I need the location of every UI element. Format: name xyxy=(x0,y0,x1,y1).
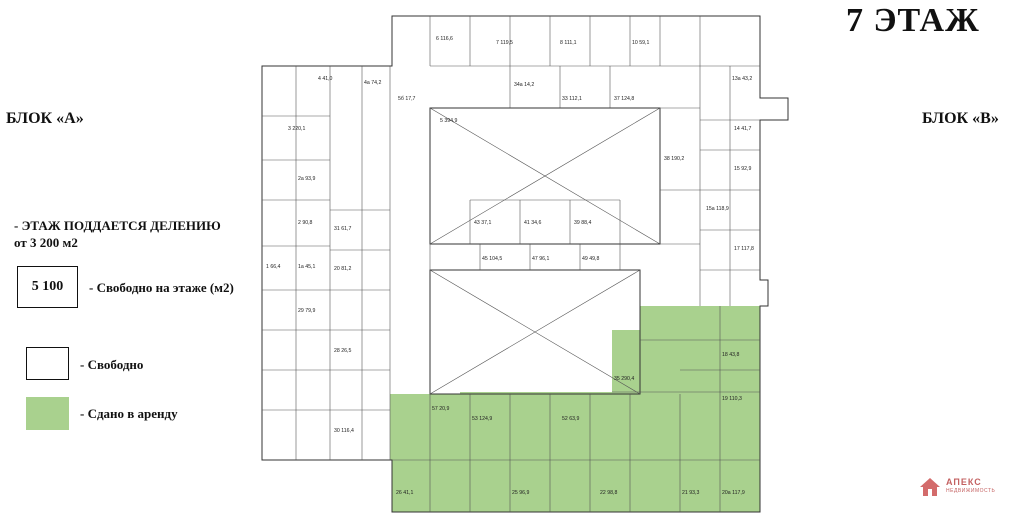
room-2a: 2а 93,9 xyxy=(298,176,315,182)
room-30: 30 116,4 xyxy=(334,428,354,434)
room-1: 1 66,4 xyxy=(266,264,281,270)
room-8: 8 111,1 xyxy=(560,40,577,46)
info-divisible: - ЭТАЖ ПОДДАЕТСЯ ДЕЛЕНИЮ xyxy=(14,218,221,233)
room-5b: 5б 17,7 xyxy=(398,96,416,102)
rented-zones xyxy=(390,306,760,512)
room-20: 20 81,2 xyxy=(334,266,351,272)
room-7: 7 119,5 xyxy=(496,40,513,46)
room-57: 57 20,9 xyxy=(432,406,449,412)
room-5: 5 394,9 xyxy=(440,118,457,124)
block-b-label: БЛОК «В» xyxy=(922,110,999,127)
room-14: 14 41,7 xyxy=(734,126,751,132)
watermark-sub: НЕДВИЖИМОСТЬ xyxy=(946,488,996,494)
legend-free-label: - Свободно xyxy=(80,357,144,372)
room-4a: 4а 74,2 xyxy=(364,80,381,86)
room-2: 2 90,8 xyxy=(298,220,313,226)
room-28: 28 26,5 xyxy=(334,348,351,354)
room-25: 25 96,9 xyxy=(512,490,529,496)
room-13a: 13а 43,2 xyxy=(732,76,752,82)
room-35: 35 290,4 xyxy=(614,376,634,382)
room-18: 18 43,8 xyxy=(722,352,739,358)
free-area-caption: - Свободно на этаже (м2) xyxy=(89,280,234,295)
floor-info: - ЭТАЖ ПОДДАЕТСЯ ДЕЛЕНИЮ от 3 200 м2 xyxy=(14,217,244,251)
room-38: 38 190,2 xyxy=(664,156,684,162)
watermark-brand: АПЕКС xyxy=(946,477,982,487)
room-6: 6 116,6 xyxy=(436,36,453,42)
room-3: 3 220,1 xyxy=(288,126,305,132)
room-49: 49 49,8 xyxy=(582,256,599,262)
room-26: 26 41,1 xyxy=(396,490,413,496)
room-43: 43 37,1 xyxy=(474,220,491,226)
room-37: 37 124,8 xyxy=(614,96,634,102)
room-1a: 1а 45,1 xyxy=(298,264,315,270)
room-15: 15 92,9 xyxy=(734,166,751,172)
rented-zone-south xyxy=(390,306,760,512)
plan-walls xyxy=(261,15,789,513)
room-53: 53 124,9 xyxy=(472,416,492,422)
free-area-box: 5 100 xyxy=(17,266,78,308)
legend-rented-swatch xyxy=(26,397,69,430)
room-15a: 15а 118,9 xyxy=(706,206,729,212)
room-17: 17 117,8 xyxy=(734,246,754,252)
watermark-text: АПЕКС НЕДВИЖИМОСТЬ xyxy=(946,478,995,496)
room-20a: 20а 117,9 xyxy=(722,490,745,496)
room-31: 31 61,7 xyxy=(334,226,351,232)
room-41: 41 34,6 xyxy=(524,220,541,226)
room-labels: 3 220,1 4 41,0 4а 74,2 5 394,9 5б 17,7 6… xyxy=(266,36,754,496)
room-22: 22 98,8 xyxy=(600,490,617,496)
watermark-logo: АПЕКС НЕДВИЖИМОСТЬ xyxy=(918,476,995,498)
room-29: 29 79,9 xyxy=(298,308,315,314)
room-10: 10 59,1 xyxy=(632,40,649,46)
room-52: 52 63,9 xyxy=(562,416,579,422)
info-min-area: от 3 200 м2 xyxy=(14,235,78,250)
room-19: 19 110,3 xyxy=(722,396,742,402)
room-33: 33 112,1 xyxy=(562,96,582,102)
legend-rented-label: - Сдано в аренду xyxy=(80,406,178,421)
block-a-label: БЛОК «А» xyxy=(6,110,84,127)
room-21: 21 93,3 xyxy=(682,490,699,496)
house-icon xyxy=(920,478,940,496)
room-34a: 34а 14,2 xyxy=(514,82,534,88)
room-45: 45 104,5 xyxy=(482,256,502,262)
floor-title: 7 ЭТАЖ xyxy=(846,2,980,39)
legend-free-swatch xyxy=(26,347,69,380)
room-4: 4 41,0 xyxy=(318,76,333,82)
room-39: 39 88,4 xyxy=(574,220,591,226)
room-47: 47 96,1 xyxy=(532,256,549,262)
